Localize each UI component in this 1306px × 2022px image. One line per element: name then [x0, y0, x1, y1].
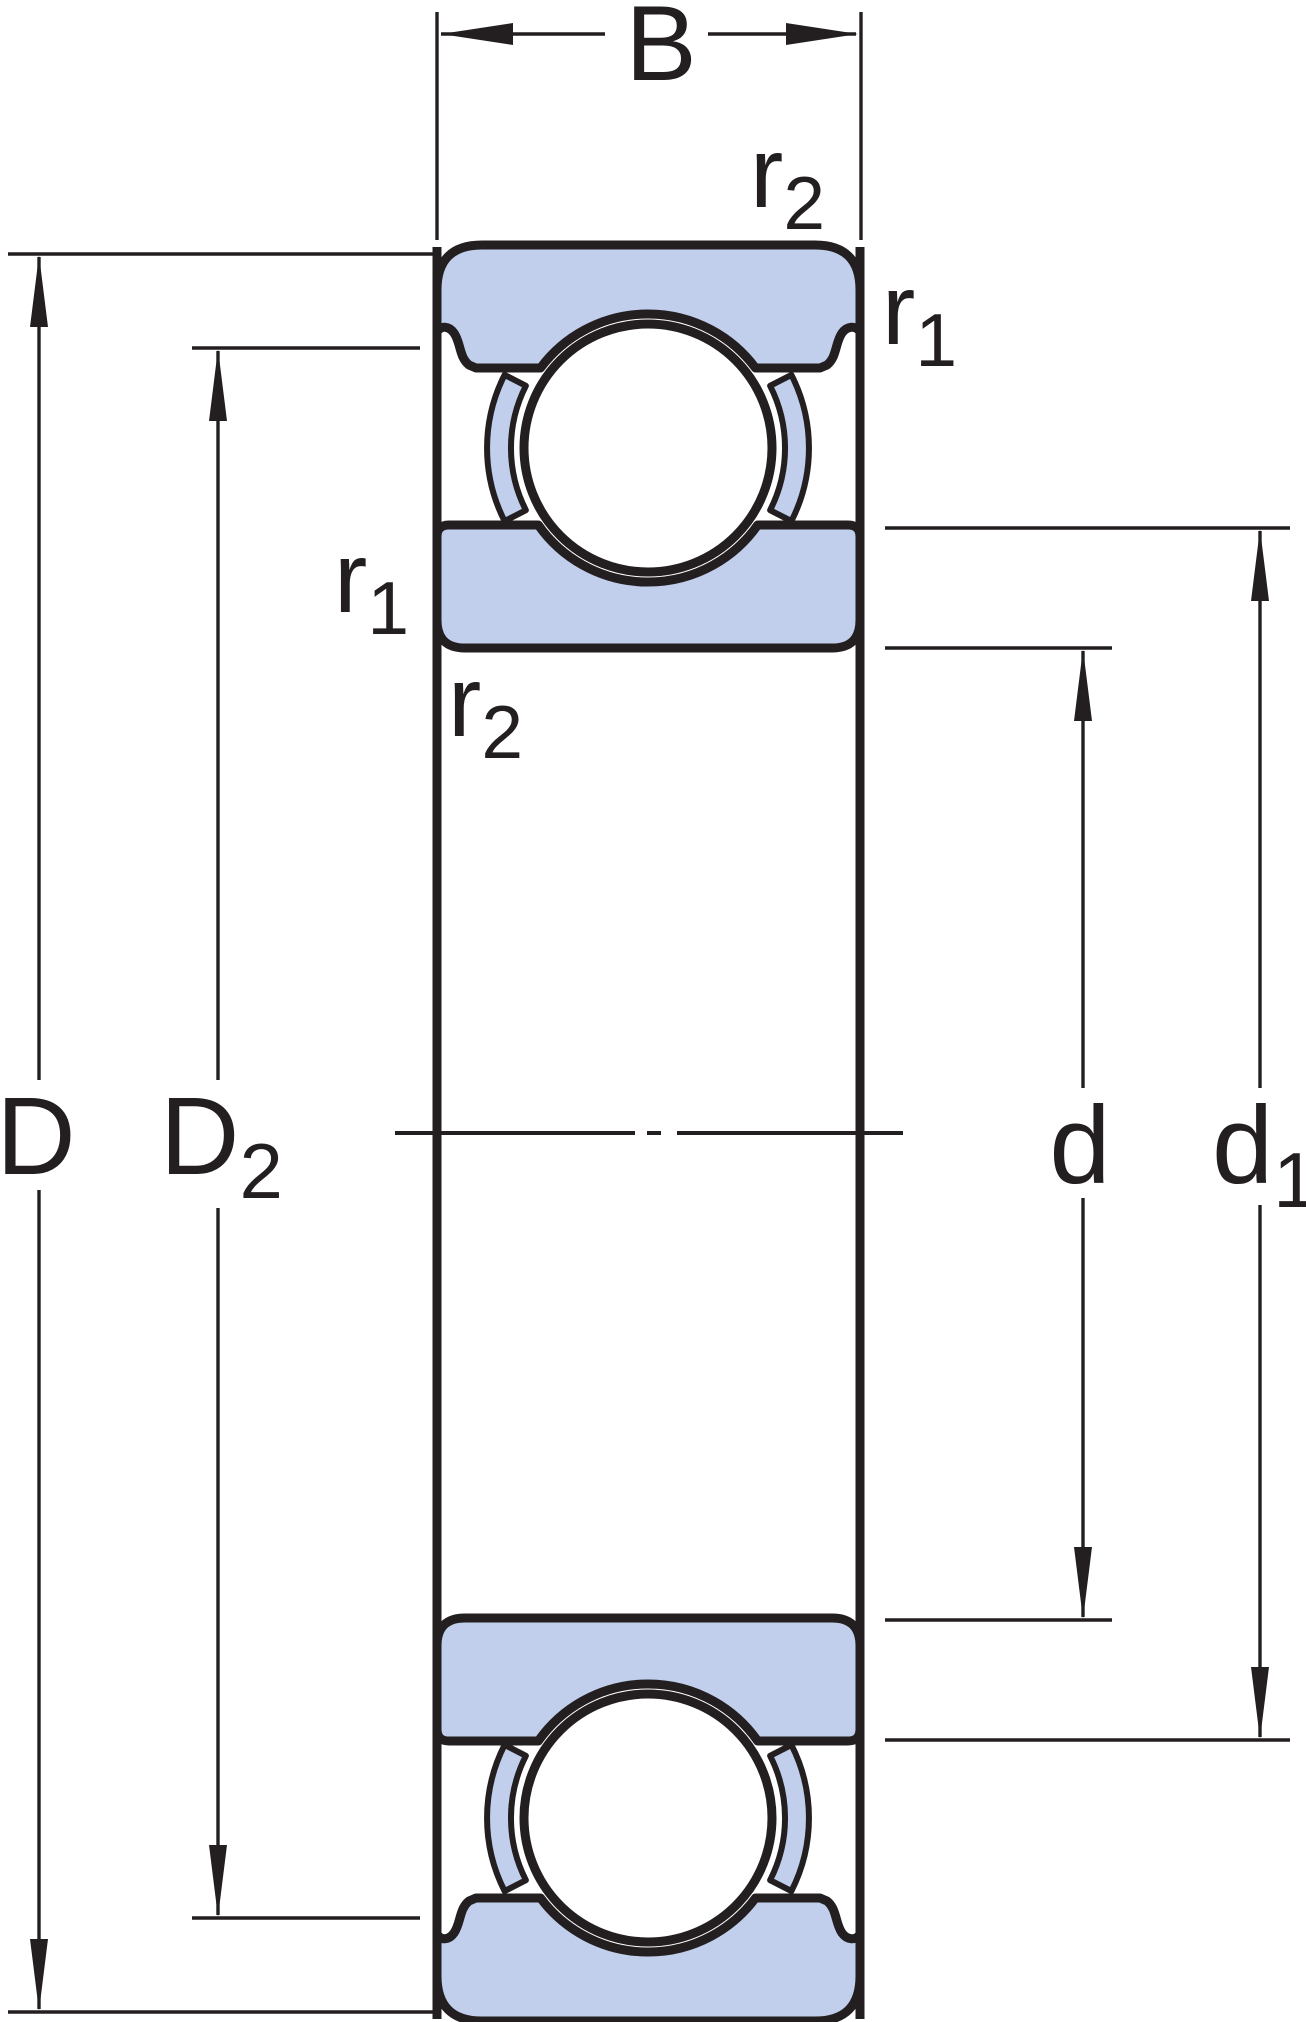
cage-upper-left [484, 371, 529, 525]
label-r2-inner-bore-sub: 2 [481, 690, 523, 774]
label-d1-sub: 1 [1273, 1136, 1306, 1224]
label-r2-outer-top: r2 [750, 117, 825, 245]
label-r2-outer-top-main: r [750, 117, 783, 229]
inner-ring-lower-half [432, 1613, 865, 1746]
label-r2-inner-bore: r2 [448, 646, 523, 774]
label-r2-outer-top-sub: 2 [783, 161, 825, 245]
label-D2: D2 [160, 1075, 283, 1215]
ball-upper [519, 319, 777, 577]
cage-upper-right [767, 371, 812, 525]
ball-lower [519, 1689, 777, 1947]
outer-ring-upper-half [432, 240, 865, 373]
dimension-d: d [885, 646, 1112, 1622]
cage-lower-left [484, 1741, 529, 1895]
label-D: D [0, 1075, 76, 1198]
dimension-D: D [0, 252, 433, 2014]
d1-arrow-down [1251, 1667, 1269, 1739]
inner-ring-upper-half [432, 520, 865, 653]
label-B: B [625, 0, 696, 103]
label-d1-main: d [1212, 1084, 1273, 1207]
b-arrow-right [786, 23, 858, 45]
cage-lower-right [767, 1741, 812, 1895]
b-arrow-left [441, 23, 513, 45]
label-d: d [1049, 1084, 1110, 1207]
label-r2-inner-bore-main: r [448, 646, 481, 758]
label-r1-inner-side: r1 [334, 522, 409, 650]
label-D2-main: D [160, 1075, 239, 1198]
d-arrow-down [1074, 1547, 1092, 1619]
outer-ring-lower-half [432, 1893, 865, 2022]
label-r1-inner-side-main: r [334, 522, 367, 634]
dimension-D2: D2 [160, 346, 420, 1920]
D2-arrow-down [209, 1845, 227, 1917]
label-r1-outer-side-sub: 1 [915, 298, 957, 382]
label-d1: d1 [1212, 1084, 1306, 1224]
D2-arrow-up [209, 349, 227, 421]
D-arrow-down [30, 1939, 48, 2011]
d-arrow-up [1074, 649, 1092, 721]
label-D2-sub: 2 [239, 1127, 282, 1215]
label-r1-inner-side-sub: 1 [367, 566, 409, 650]
D-arrow-up [30, 255, 48, 327]
dimension-d1: d1 [885, 526, 1306, 1742]
label-r1-outer-side: r1 [882, 254, 957, 382]
d1-arrow-up [1251, 529, 1269, 601]
label-r1-outer-side-main: r [882, 254, 915, 366]
dimension-B: B [435, 0, 863, 240]
